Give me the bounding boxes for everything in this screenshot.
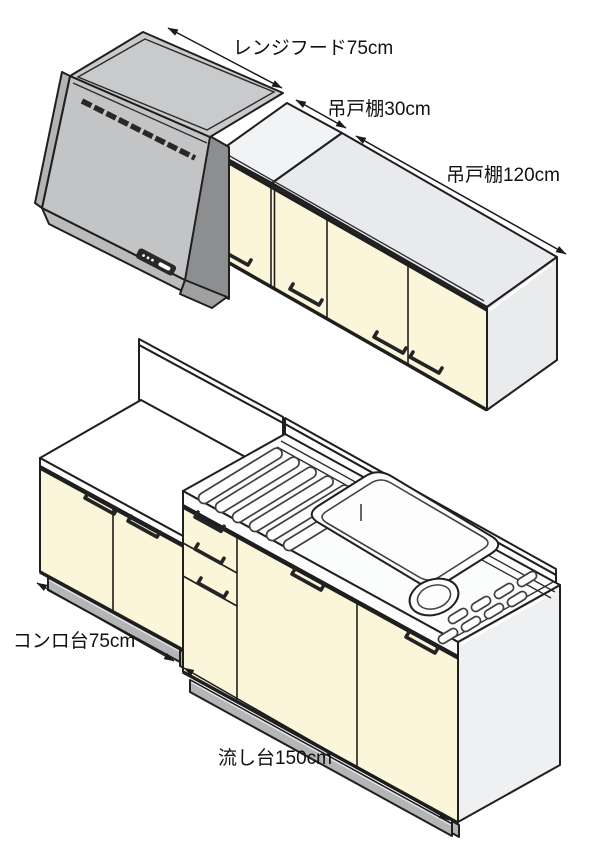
door-handle: [372, 330, 408, 355]
door-handle: [126, 514, 162, 539]
side-panel-highlight: [460, 590, 557, 645]
dimension-label-cabinet-30: 吊戸棚30cm: [327, 98, 430, 120]
cabinet-door-gap: [216, 154, 488, 312]
dimension-line-range-hood: [167, 27, 283, 89]
hood-vent-slats: [80, 98, 197, 161]
sink-basin: [310, 471, 500, 617]
hood-front-border: [72, 82, 208, 144]
door-handle: [83, 491, 119, 516]
sink-door-gap: [182, 505, 459, 660]
kick-step: [451, 820, 460, 838]
wall-cabinets: [213, 102, 558, 412]
hood-top-border: [76, 38, 276, 131]
door-handle: [288, 282, 324, 307]
dimension-line-sink-unit: [183, 667, 450, 821]
door-handle: [290, 567, 326, 592]
backsplash-stove: [138, 338, 284, 479]
hood-underside: [179, 279, 228, 309]
door-handle: [408, 350, 444, 375]
dimension-label-cabinet-120: 吊戸棚120cm: [446, 164, 560, 186]
end-panel-highlight: [489, 263, 553, 311]
wall-cabinet-end-panel: [486, 256, 558, 411]
drawer-handle: [196, 576, 229, 600]
dimension-label-sink-unit: 流し台150cm: [218, 747, 332, 769]
cabinet-door-bottom: [216, 254, 488, 412]
door-handle: [404, 630, 440, 655]
dimension-line-cabinet-120: [355, 135, 567, 255]
dimension-line-cabinet-30: [295, 99, 347, 129]
dimension-line-stove-stand: [36, 582, 175, 662]
hood-left-edge: [34, 71, 71, 209]
drain-slots: [437, 570, 538, 645]
drawer-handle: [193, 542, 226, 566]
sink-unit: [182, 433, 561, 838]
hood-control-panel: [135, 248, 177, 276]
range-hood: [34, 31, 284, 309]
dimension-label-stove-stand: コンロ台75cm: [13, 630, 135, 652]
cabinet-top-lip: [213, 146, 485, 302]
drawer-handle: [193, 510, 226, 534]
dimension-label-range-hood: レンジフード75cm: [233, 38, 393, 59]
drain-hole: [408, 577, 460, 617]
dimensions: レンジフード75cm 吊戸棚30cm 吊戸棚120cm コンロ台75cm 流し台…: [13, 27, 567, 821]
